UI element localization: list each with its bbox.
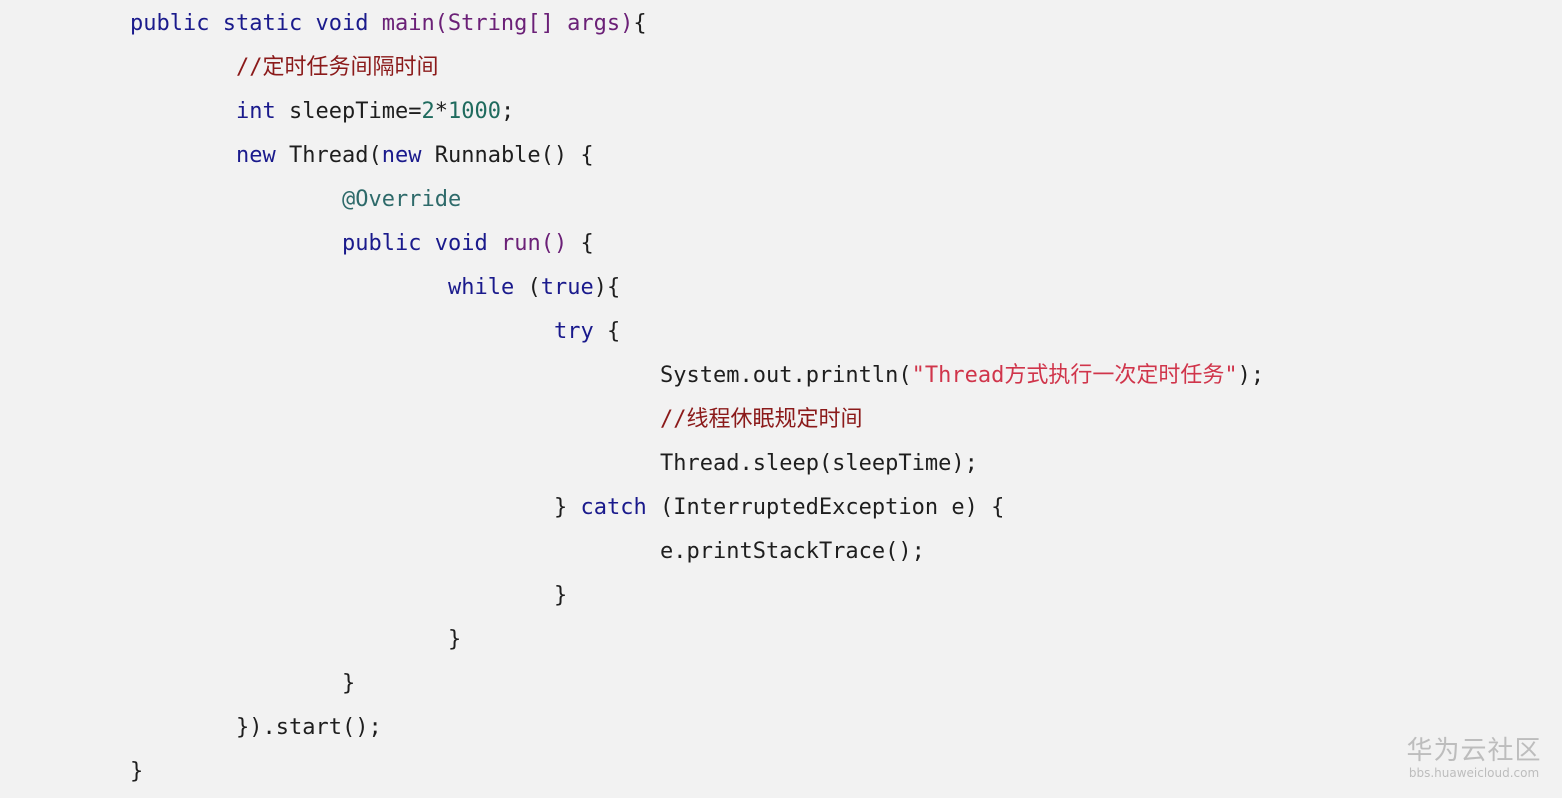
code-token: ( [514,275,541,300]
code-token [302,11,315,36]
code-line: e.printStackTrace(); [660,530,925,574]
code-token: public [130,11,210,36]
code-token: new [381,143,422,168]
code-line: System.out.println("Thread方式执行一次定时任务"); [660,354,1264,398]
code-line: public static void main(String[] args){ [130,2,647,46]
code-token: e.printStackTrace(); [660,539,925,564]
code-line: try { [554,310,620,354]
code-line: } [448,618,461,662]
code-token: ; [500,99,515,124]
code-line: int sleepTime=2*1000; [236,90,514,134]
code-token: catch [580,495,647,520]
code-line: new Thread(new Runnable() { [236,134,594,178]
code-token: int [236,99,276,124]
code-token: ); [1237,363,1265,388]
code-token: Runnable() { [421,143,594,168]
code-token [368,11,381,36]
code-line: public void run() { [342,222,594,266]
code-token: true [540,275,594,300]
code-token: //线程休眠规定时间 [660,407,863,432]
code-token: { [633,11,647,36]
code-line: //定时任务间隔时间 [236,46,439,90]
code-token [421,231,434,256]
code-line: @Override [342,178,461,222]
code-token: "Thread方式执行一次定时任务" [911,363,1238,388]
code-token: 2 [421,99,435,124]
watermark-url: bbs.huaweicloud.com [1408,766,1540,780]
code-token: 1000 [447,99,501,124]
code-token: static [222,11,303,36]
code-line: //线程休眠规定时间 [660,398,863,442]
code-token: while [448,275,515,300]
code-token: @Override [342,187,462,212]
code-token: Thread( [275,143,382,168]
code-token [488,231,501,256]
code-token: } [130,759,144,784]
code-token: ){ [593,275,621,300]
code-line: } catch (InterruptedException e) { [554,486,1004,530]
code-token: System.out.println( [660,363,912,388]
code-token: main(String[] args) [381,11,634,36]
code-token: { [593,319,621,344]
code-token: { [567,231,594,256]
code-token: }).start(); [236,715,382,740]
code-token [209,11,222,36]
code-token: new [236,143,276,168]
code-token: void [315,11,369,36]
code-token: * [434,99,448,124]
code-token: (InterruptedException e) { [646,495,1005,520]
code-token: void [434,231,488,256]
code-line: Thread.sleep(sleepTime); [660,442,978,486]
watermark-logo: 华为云社区 bbs.huaweicloud.com [1404,736,1544,780]
code-token: sleepTime= [275,99,422,124]
code-line: } [342,662,355,706]
code-token: //定时任务间隔时间 [236,55,439,80]
watermark-title: 华为云社区 [1406,736,1542,766]
code-line: } [554,574,567,618]
code-token: } [554,583,568,608]
code-token: Thread.sleep(sleepTime); [660,451,978,476]
code-line: while (true){ [448,266,620,310]
code-token: } [448,627,462,652]
code-line: } [130,750,143,794]
code-token: run() [500,231,568,256]
code-token: try [554,319,594,344]
code-token: public [342,231,422,256]
code-line: }).start(); [236,706,382,750]
code-token: } [554,495,581,520]
code-token: } [342,671,356,696]
